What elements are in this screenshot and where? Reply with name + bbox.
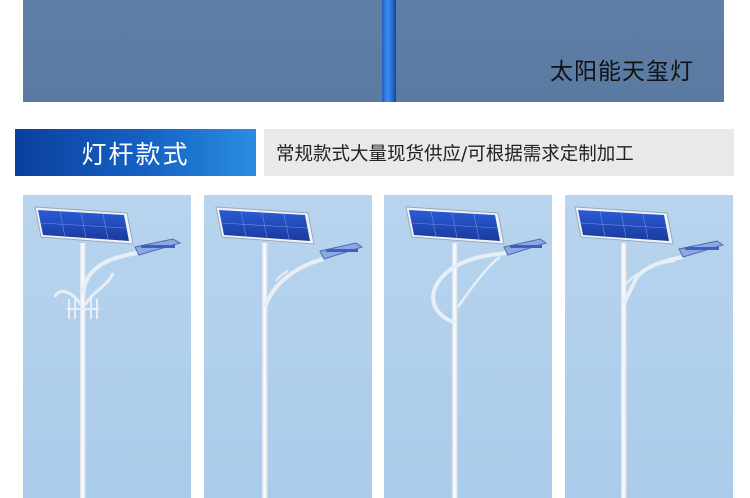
hero-banner: 太阳能天玺灯 xyxy=(23,0,724,102)
solar-street-light-angled-arm-icon xyxy=(574,206,725,498)
section-heading: 灯杆款式 xyxy=(15,129,256,176)
pole-style-card-4[interactable] xyxy=(565,195,733,498)
section-description: 常规款式大量现货供应/可根据需求定制加工 xyxy=(264,129,734,176)
hero-pole-image xyxy=(382,0,396,102)
solar-street-light-double-arm-icon xyxy=(34,206,182,498)
pole-style-card-2[interactable] xyxy=(204,195,372,498)
solar-street-light-curved-arm-icon xyxy=(405,206,548,498)
pole-style-card-1[interactable] xyxy=(23,195,191,498)
hero-title: 太阳能天玺灯 xyxy=(550,59,694,85)
solar-street-light-straight-arm-icon xyxy=(215,206,364,498)
pole-style-card-3[interactable] xyxy=(384,195,552,498)
